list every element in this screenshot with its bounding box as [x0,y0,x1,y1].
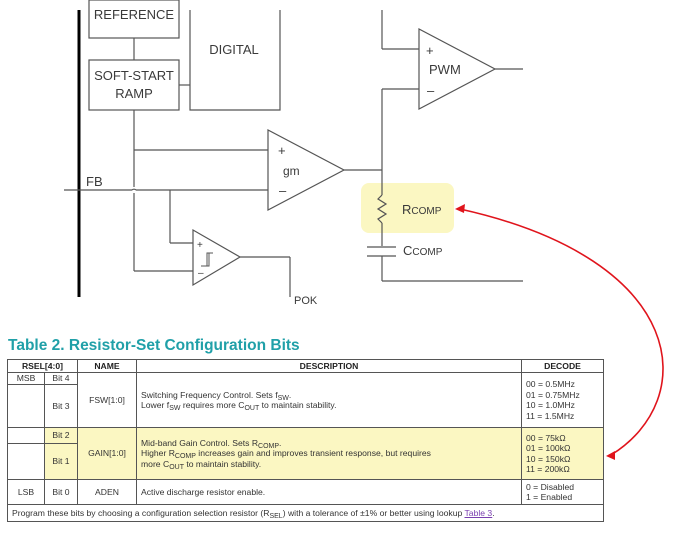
table-3-link[interactable]: Table 3 [464,507,493,518]
pok-comparator [192,228,242,287]
ccomp-label: CCOMP [403,243,443,258]
hysteresis-icon [201,252,213,267]
name-cell: FSW[1:0] [77,372,137,428]
bit-cell: Bit 2 [44,427,78,444]
comparator-minus-label: – [198,268,204,279]
lsb-cell: LSB [7,479,45,505]
pok-pin-label: POK [294,295,318,307]
table-row: Bit 2 GAIN[1:0] Mid-band Gain Control. S… [7,427,604,480]
gm-plus-label: + [278,143,286,158]
table-row: Bit 3 [7,384,604,428]
gm-label: gm [283,164,300,178]
table-row: Bit 1 [7,443,604,480]
msb-cell-empty [7,427,45,444]
description-cell: Switching Frequency Control. Sets fSW. L… [136,372,522,428]
digital-block [189,10,281,111]
bit-cell: Bit 1 [44,443,78,480]
table-row: MSB Bit 4 FSW[1:0] Switching Frequency C… [7,372,604,428]
arrow-head-rcomp [455,204,465,213]
ramp-label: RAMP [115,86,153,101]
msb-cell: MSB [7,372,45,385]
bit-cell: Bit 3 [44,384,78,428]
msb-cell-empty [7,443,45,480]
description-cell: Active discharge resistor enable. [136,479,522,505]
header-name: NAME [77,359,137,373]
fb-pin-label: FB [86,174,103,189]
msb-cell-empty [7,384,45,428]
decode-cell: 0 = Disabled 1 = Enabled [521,479,604,505]
pwm-label: PWM [429,62,461,77]
bit-cell: Bit 4 [44,372,78,385]
name-cell: GAIN[1:0] [77,427,137,480]
gm-minus-label: – [279,183,287,198]
pwm-minus-label: – [427,83,435,98]
header-rsel: RSEL[4:0] [7,359,78,373]
rcomp-resistor-icon [376,194,388,224]
table-footer-row: Program these bits by choosing a configu… [7,504,604,522]
pwm-plus-label: + [426,43,434,58]
soft-start-label: SOFT-START [94,68,174,83]
pwm-comparator [418,28,497,110]
reference-label: REFERENCE [94,7,175,22]
digital-label: DIGITAL [209,42,259,57]
header-description: DESCRIPTION [136,359,522,373]
rcomp-highlight [361,183,454,233]
gm-amplifier [267,129,346,211]
bit-cell: Bit 0 [44,479,78,505]
decode-cell: 00 = 75kΩ 01 = 100kΩ 10 = 150kΩ 11 = 200… [521,427,604,480]
comparator-plus-label: + [197,240,203,251]
arrow-head-table [606,451,615,460]
table-title: Table 2. Resistor-Set Configuration Bits [8,337,300,354]
config-bits-table: RSEL[4:0] NAME DESCRIPTION DECODE MSB Bi… [7,359,604,522]
annotation-arrow [459,208,664,456]
rcomp-label: RCOMP [402,202,442,217]
table-row: LSB Bit 0 ADEN Active discharge resistor… [7,479,604,505]
table-header-row: RSEL[4:0] NAME DESCRIPTION DECODE [7,359,604,373]
decode-cell: 00 = 0.5MHz 01 = 0.75MHz 10 = 1.0MHz 11 … [521,372,604,428]
name-cell: ADEN [77,479,137,505]
header-decode: DECODE [521,359,604,373]
footer-note: Program these bits by choosing a configu… [7,504,604,522]
description-cell: Mid-band Gain Control. Sets RCOMP. Highe… [136,427,522,480]
